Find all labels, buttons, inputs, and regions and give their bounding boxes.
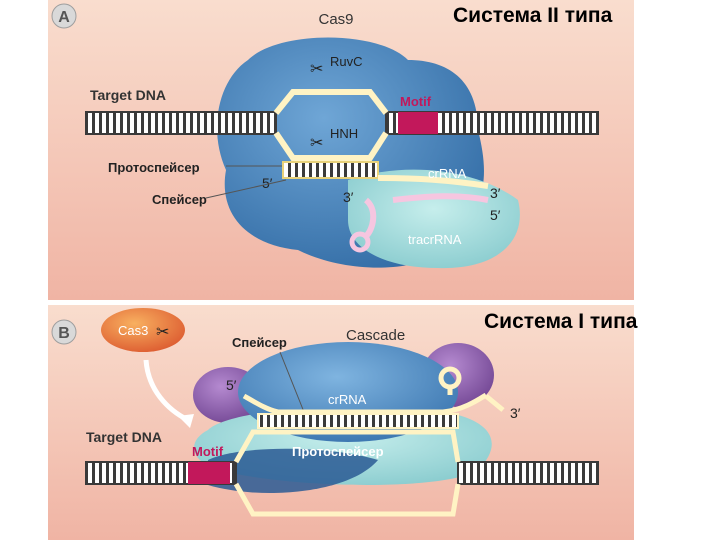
motif-label-a: Motif (400, 94, 432, 109)
crispr-diagram-svg: A Cas9 Target DNA Motif ✂ RuvC ✂ HNH Про… (48, 0, 634, 540)
tracrrna-loop-stem (363, 197, 377, 239)
five-prime-b: 5′ (226, 377, 237, 393)
bubble-top-strand-b (233, 429, 461, 464)
dna-right-a (385, 111, 599, 135)
cas3-protein (101, 308, 185, 352)
cas3-arrowhead (178, 414, 194, 428)
panel-b-letter-badge (51, 319, 77, 345)
protospacer-label-b: Протоспейсер (292, 444, 384, 459)
tracrrna-strand (392, 193, 489, 203)
cas3-label: Cas3 (118, 323, 148, 338)
crispr-diagram-figure: A Cas9 Target DNA Motif ✂ RuvC ✂ HNH Про… (48, 0, 634, 540)
cascade-label: Cascade (346, 327, 405, 344)
scissors-icon-ruvc: ✂ (310, 61, 323, 78)
three-prime-right-a: 3′ (490, 185, 501, 201)
protospacer-hybrid-b (257, 413, 459, 429)
tracrrna-label: tracrRNA (408, 232, 462, 247)
crrna-strand-b (242, 392, 488, 415)
panel-a: A Cas9 Target DNA Motif ✂ RuvC ✂ HNH Про… (48, 0, 634, 300)
five-prime-right-a: 5′ (490, 207, 501, 223)
dna-right-b (457, 461, 599, 485)
hnh-label: HNH (330, 126, 358, 141)
tracrrna-loop (349, 231, 371, 253)
caption-type-ii: Система II типа (453, 4, 613, 27)
spacer-label-b: Спейсер (232, 335, 287, 350)
motif-box-a (398, 112, 438, 134)
three-prime-left-a: 3′ (343, 189, 354, 205)
scissors-icon-hnh: ✂ (310, 135, 323, 152)
crrna-hairpin-loop (438, 366, 462, 390)
cas9-label: Cas9 (318, 11, 353, 28)
crrna-tail (484, 394, 505, 412)
panel-b: B Cas3 ✂ Cascade Спейсер 5′ crRNA 3′ Про… (48, 305, 634, 540)
caption-type-i: Система I типа (484, 310, 638, 333)
panel-a-letter-badge (51, 3, 77, 29)
scissors-icon-cas3: ✂ (156, 324, 169, 341)
motif-box-b (188, 462, 230, 484)
bubble-bottom-strand-b (233, 482, 461, 517)
five-prime-a: 5′ (262, 175, 273, 191)
crrna-label-a: crRNA (428, 166, 467, 181)
protospacer-label-a: Протоспейсер (108, 160, 200, 175)
spacer-label-a: Спейсер (152, 192, 207, 207)
three-prime-b: 3′ (510, 405, 521, 421)
cascade-lower-shadow (208, 448, 378, 493)
dna-left-a (85, 111, 277, 135)
panel-a-letter: A (58, 9, 70, 26)
target-dna-label-a: Target DNA (90, 87, 166, 103)
target-dna-label-b: Target DNA (86, 429, 162, 445)
crrna-label-b: crRNA (328, 392, 367, 407)
panel-b-letter: B (58, 325, 70, 342)
ruvc-label: RuvC (330, 54, 363, 69)
spacer-pointer-a (205, 179, 287, 199)
bubble-top-strand (273, 89, 389, 115)
protospacer-hybrid-a (282, 161, 379, 179)
spacer-pointer-b (279, 351, 305, 413)
crrna-strand (377, 175, 489, 189)
cas9-teal-lobe (348, 169, 520, 269)
motif-label-b: Motif (192, 444, 224, 459)
bubble-bottom-strand (273, 131, 389, 161)
